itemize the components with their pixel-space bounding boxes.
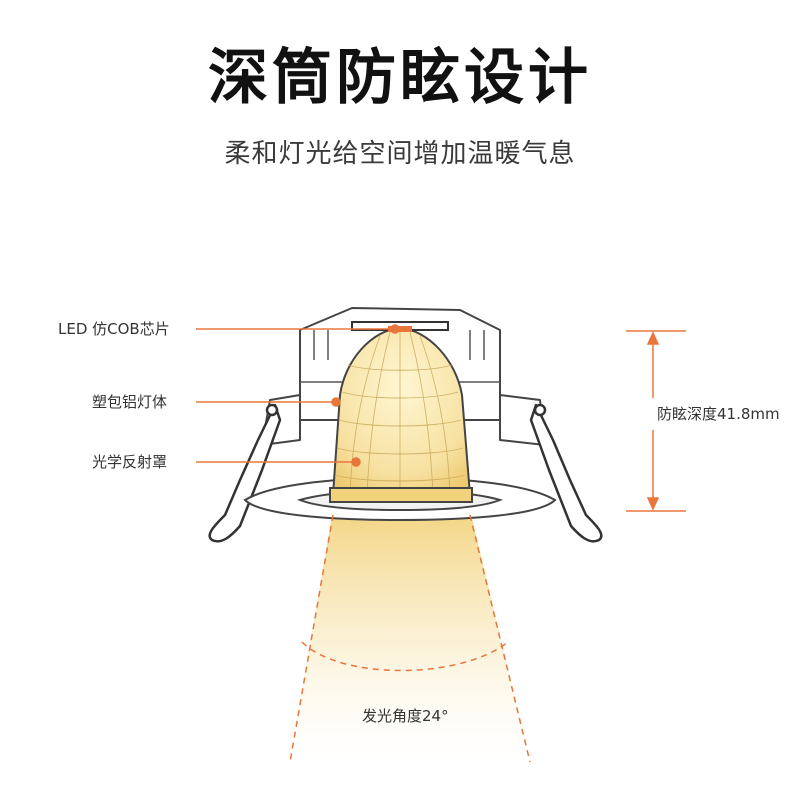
reflector-callout-dot: [351, 457, 361, 467]
beam-angle-lines: [289, 514, 531, 763]
light-beam: [290, 510, 530, 760]
depth-dimension: [626, 330, 686, 512]
reflector-label: 光学反射罩: [92, 453, 168, 471]
spring-clip-left: [208, 403, 282, 543]
reflector-cone: [329, 321, 473, 503]
callout-lines: [196, 324, 400, 467]
page-title: 深筒防眩设计: [208, 43, 592, 113]
spring-clip-right: [529, 403, 603, 543]
arrow-up-icon: [646, 331, 660, 345]
page-subtitle: 柔和灯光给空间增加温暖气息: [224, 139, 576, 169]
arrow-down-icon: [646, 497, 660, 511]
chip-label: LED 仿COB芯片: [58, 320, 170, 338]
body-callout-dot: [331, 397, 341, 407]
chip-callout-dot: [390, 324, 400, 334]
angle-label: 发光角度24°: [362, 707, 449, 725]
depth-label: 防眩深度41.8mm: [657, 405, 780, 423]
body-label: 塑包铝灯体: [92, 393, 168, 411]
